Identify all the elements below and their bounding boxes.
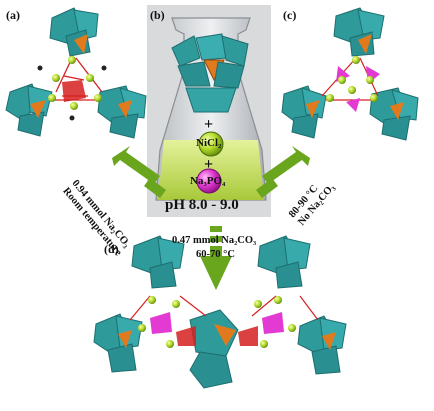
arrow-right <box>256 146 310 198</box>
arrow-down <box>200 226 232 290</box>
arrow-left <box>112 146 166 198</box>
nickel-ball <box>198 131 224 157</box>
plus-top: + <box>204 116 214 133</box>
cluster-c <box>281 7 419 141</box>
panel-label-c: (c) <box>283 8 297 22</box>
panel-label-a: (a) <box>6 8 20 22</box>
cluster-a <box>5 7 147 139</box>
ph-range: pH 8.0 - 9.0 <box>165 197 239 213</box>
flask-pom-top <box>171 33 249 113</box>
reagent-phosphate: Na₃PO₄ <box>190 175 226 187</box>
reagent-nickel: NiCl₂ <box>196 137 222 149</box>
phosphate-ball <box>196 168 222 194</box>
condition-down-line2: 60-70 °C <box>196 249 235 260</box>
panel-label-d: (d) <box>104 242 119 256</box>
plus-bottom: + <box>204 156 214 173</box>
panel-label-b: (b) <box>150 8 165 22</box>
condition-down-line1: 0.47 mmol Na₂CO₃ <box>172 235 257 246</box>
cluster-d <box>93 235 347 389</box>
